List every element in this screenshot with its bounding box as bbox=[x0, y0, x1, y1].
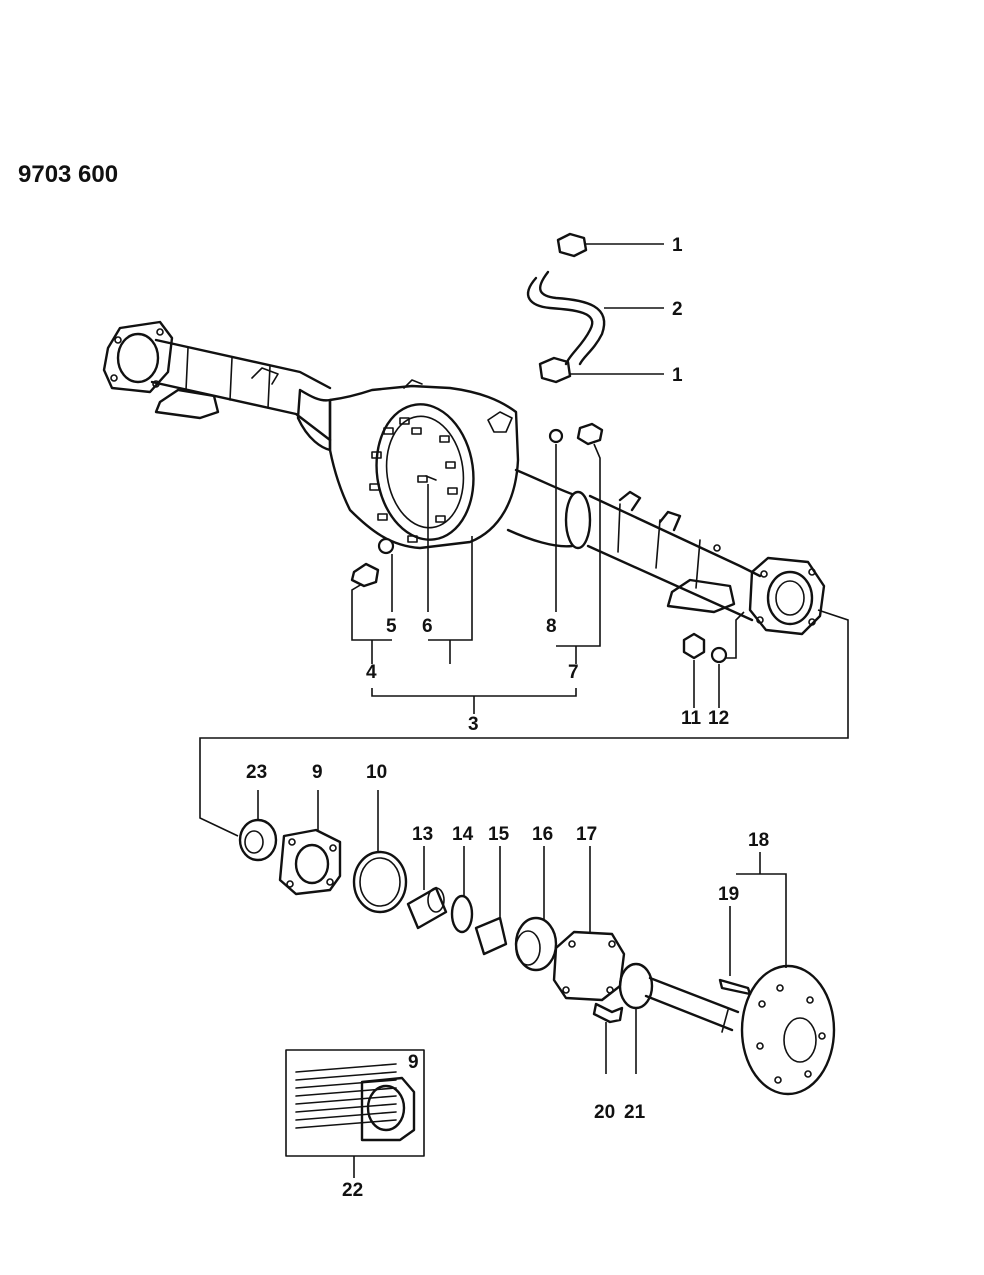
callout-4: 4 bbox=[366, 662, 377, 683]
callout-17: 17 bbox=[576, 824, 597, 845]
callout-22: 22 bbox=[342, 1180, 363, 1201]
callout-7: 7 bbox=[568, 662, 579, 683]
callout-15: 15 bbox=[488, 824, 510, 845]
callout-14: 14 bbox=[452, 824, 474, 845]
callout-12: 12 bbox=[708, 708, 729, 729]
shim-kit bbox=[285, 1049, 425, 1157]
callout-20: 20 bbox=[594, 1102, 615, 1123]
callout-2: 2 bbox=[672, 299, 683, 320]
callout-9-gasket: 9 bbox=[312, 762, 323, 783]
callout-13: 13 bbox=[412, 824, 433, 845]
callout-labels: 1 2 1 5 6 8 4 7 3 11 12 23 9 10 13 14 15… bbox=[246, 235, 769, 1201]
callout-19: 19 bbox=[718, 884, 739, 905]
breather-hose-assembly bbox=[526, 232, 606, 384]
callout-18: 18 bbox=[748, 830, 769, 851]
callout-23: 23 bbox=[246, 762, 267, 783]
callout-8: 8 bbox=[546, 616, 557, 637]
plugs-and-gaskets bbox=[350, 422, 728, 664]
leader-lines bbox=[199, 243, 849, 1178]
callout-11: 11 bbox=[681, 708, 702, 729]
callout-3: 3 bbox=[468, 714, 479, 735]
callout-9-shim: 9 bbox=[408, 1052, 419, 1073]
callout-6: 6 bbox=[422, 616, 433, 637]
callout-16: 16 bbox=[532, 824, 553, 845]
callout-1-upper: 1 bbox=[672, 235, 683, 256]
callout-5: 5 bbox=[386, 616, 397, 637]
axle-shaft-parts bbox=[238, 818, 836, 1096]
axle-housing bbox=[102, 320, 826, 636]
callout-21: 21 bbox=[624, 1102, 646, 1123]
callout-1-lower: 1 bbox=[672, 365, 683, 386]
diagram-part-number: 9703 600 bbox=[18, 161, 118, 188]
callout-10: 10 bbox=[366, 762, 387, 783]
